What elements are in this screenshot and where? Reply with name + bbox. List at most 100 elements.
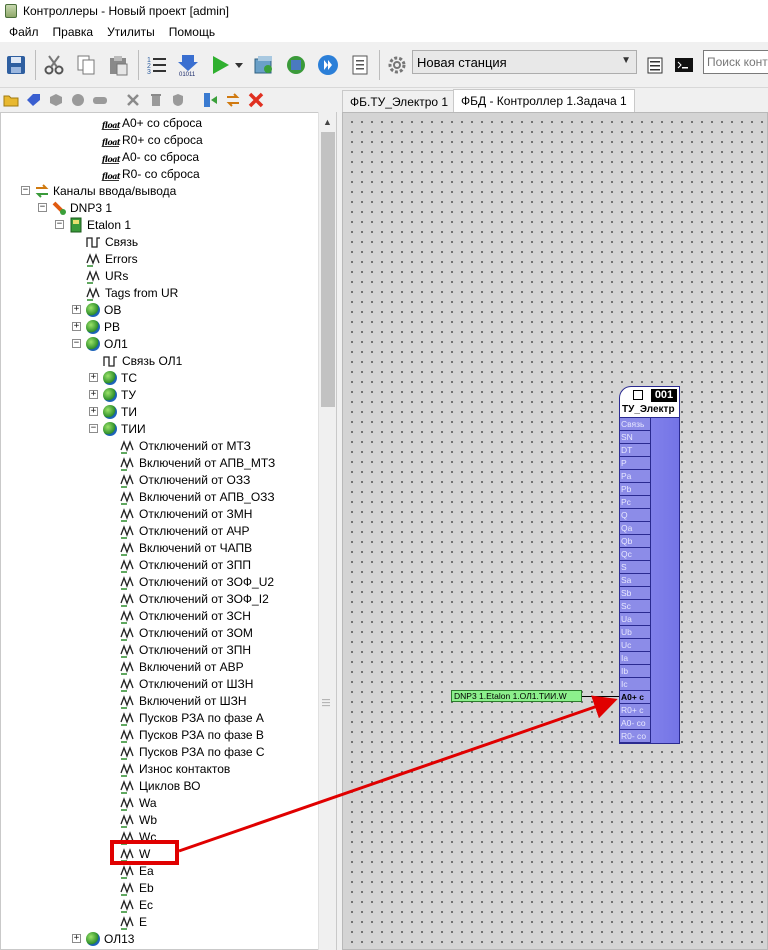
fb-input-pin[interactable]: Ia [620, 652, 651, 665]
tree-node[interactable]: +ТС [89, 369, 137, 386]
tab-fb-tu-electro[interactable]: ФБ.ТУ_Электро 1 [342, 90, 457, 112]
collapse-icon[interactable]: − [72, 338, 81, 348]
expand-icon[interactable]: + [72, 933, 81, 943]
tree-node[interactable]: Eb [120, 879, 154, 896]
fb-input-pin[interactable]: DT [620, 444, 651, 457]
tree-node[interactable]: Отключений от ЗОМ [120, 624, 253, 641]
fb-input-pin[interactable]: R0+ с [620, 704, 651, 717]
server-icon[interactable] [250, 51, 278, 79]
open-folder-icon[interactable] [3, 92, 19, 108]
menu-utilities[interactable]: Утилиты [107, 25, 155, 39]
fb-input-pin[interactable]: Связь [620, 418, 651, 431]
expand-icon[interactable]: + [89, 389, 98, 399]
tree-node[interactable]: −Etalon 1 [55, 216, 131, 233]
fb-input-pin[interactable]: P [620, 457, 651, 470]
tree-node[interactable]: +ОЛ13 [72, 930, 134, 947]
tree-node[interactable]: −DNP3 1 [38, 199, 112, 216]
menu-help[interactable]: Помощь [168, 25, 216, 39]
cut-icon[interactable] [40, 51, 68, 79]
tree-node[interactable]: Wb [120, 811, 157, 828]
cross-icon[interactable] [125, 92, 141, 108]
trash-icon[interactable] [148, 92, 164, 108]
tree-node[interactable]: Включений от ШЗН [120, 692, 247, 709]
tree-node[interactable]: W [120, 845, 150, 862]
tree-node[interactable]: URs [86, 267, 128, 284]
tree-node[interactable]: Отключений от ЗОФ_U2 [120, 573, 274, 590]
list-icon[interactable] [641, 51, 669, 79]
tree-node[interactable]: Tags from UR [86, 284, 178, 301]
copy-icon[interactable] [72, 51, 100, 79]
fb-input-pin[interactable]: Pb [620, 483, 651, 496]
fb-input-pin[interactable]: Sc [620, 600, 651, 613]
download-icon[interactable]: 01011 [174, 51, 202, 79]
tree-node[interactable]: Errors [86, 250, 138, 267]
tree-node[interactable]: −ТИИ [89, 420, 146, 437]
tree-node[interactable]: −ОЛ1 [72, 335, 128, 352]
tree-node[interactable]: Циклов ВО [120, 777, 200, 794]
menu-edit[interactable]: Правка [52, 25, 94, 39]
fb-input-pin[interactable]: S [620, 561, 651, 574]
circle-icon[interactable] [70, 92, 86, 108]
station-select[interactable]: Новая станция ▼ [412, 50, 637, 74]
tree-node[interactable]: Включений от АПВ_МТЗ [120, 454, 275, 471]
tree-node[interactable]: Отключений от ЗОФ_I2 [120, 590, 269, 607]
tree-node[interactable]: Пусков РЗА по фазе С [120, 743, 265, 760]
tab-fbd-controller-task[interactable]: ФБД - Контроллер 1.Задача 1 [453, 89, 635, 112]
tree-node[interactable]: Пусков РЗА по фазе А [120, 709, 264, 726]
tree-node[interactable]: Ec [120, 896, 153, 913]
tree-node[interactable]: Износ контактов [120, 760, 230, 777]
tree-node[interactable]: Связь ОЛ1 [103, 352, 182, 369]
tree-node[interactable]: Связь [86, 233, 138, 250]
swap-icon[interactable] [225, 92, 241, 108]
run-icon[interactable] [206, 51, 234, 79]
tag-icon[interactable] [25, 92, 41, 108]
tree-node[interactable]: +ОВ [72, 301, 121, 318]
tree-node[interactable]: Включений от ЧАПВ [120, 539, 252, 556]
fb-input-pin[interactable]: R0- со [620, 730, 651, 743]
tree-node[interactable]: +ТИ [89, 403, 137, 420]
sync-icon[interactable] [282, 51, 310, 79]
fb-input-pin[interactable]: A0- со [620, 717, 651, 730]
play-circle-icon[interactable] [314, 51, 342, 79]
fb-input-pin[interactable]: Qc [620, 548, 651, 561]
tree-node[interactable]: Отключений от ЗПН [120, 641, 251, 658]
tree-node[interactable]: +ТУ [89, 386, 136, 403]
tree-node[interactable]: Отключений от ЗМН [120, 505, 252, 522]
fb-input-pin[interactable]: Pa [620, 470, 651, 483]
save-icon[interactable] [2, 51, 30, 79]
menu-file[interactable]: Файл [9, 25, 39, 39]
fb-input-pin[interactable]: Ub [620, 626, 651, 639]
fb-input-pin[interactable]: Ua [620, 613, 651, 626]
tree-node[interactable]: Отключений от МТЗ [120, 437, 251, 454]
fb-input-pin[interactable]: Uc [620, 639, 651, 652]
fb-input-pin[interactable]: Sb [620, 587, 651, 600]
fb-input-pin[interactable]: Q [620, 509, 651, 522]
fbd-canvas[interactable] [342, 112, 768, 950]
collapse-icon[interactable]: − [55, 219, 64, 229]
input-link-tag[interactable]: DNP3 1.Etalon 1.ОЛ1.ТИИ.W [451, 690, 582, 702]
tree-node[interactable]: Отключений от ЗСН [120, 607, 251, 624]
scrollbar-thumb[interactable] [321, 132, 335, 407]
fb-input-pin[interactable]: A0+ с [620, 691, 651, 704]
tree-node[interactable]: −Каналы ввода/вывода [21, 182, 176, 199]
run-dropdown-icon[interactable] [232, 51, 246, 79]
fb-input-pin[interactable]: Ib [620, 665, 651, 678]
fb-input-pin[interactable]: Qb [620, 535, 651, 548]
terminal-icon[interactable] [670, 51, 698, 79]
paste-icon[interactable] [104, 51, 132, 79]
expand-icon[interactable]: + [72, 304, 81, 314]
delete-icon[interactable] [248, 92, 264, 108]
tree-node[interactable]: Wa [120, 794, 157, 811]
tree-node[interactable]: Отключений от ОЗЗ [120, 471, 250, 488]
document-icon[interactable] [346, 51, 374, 79]
fb-input-pin[interactable]: SN [620, 431, 651, 444]
gear-icon[interactable] [383, 51, 411, 79]
tree-node[interactable]: +РВ [72, 318, 120, 335]
expand-icon[interactable]: + [89, 372, 98, 382]
